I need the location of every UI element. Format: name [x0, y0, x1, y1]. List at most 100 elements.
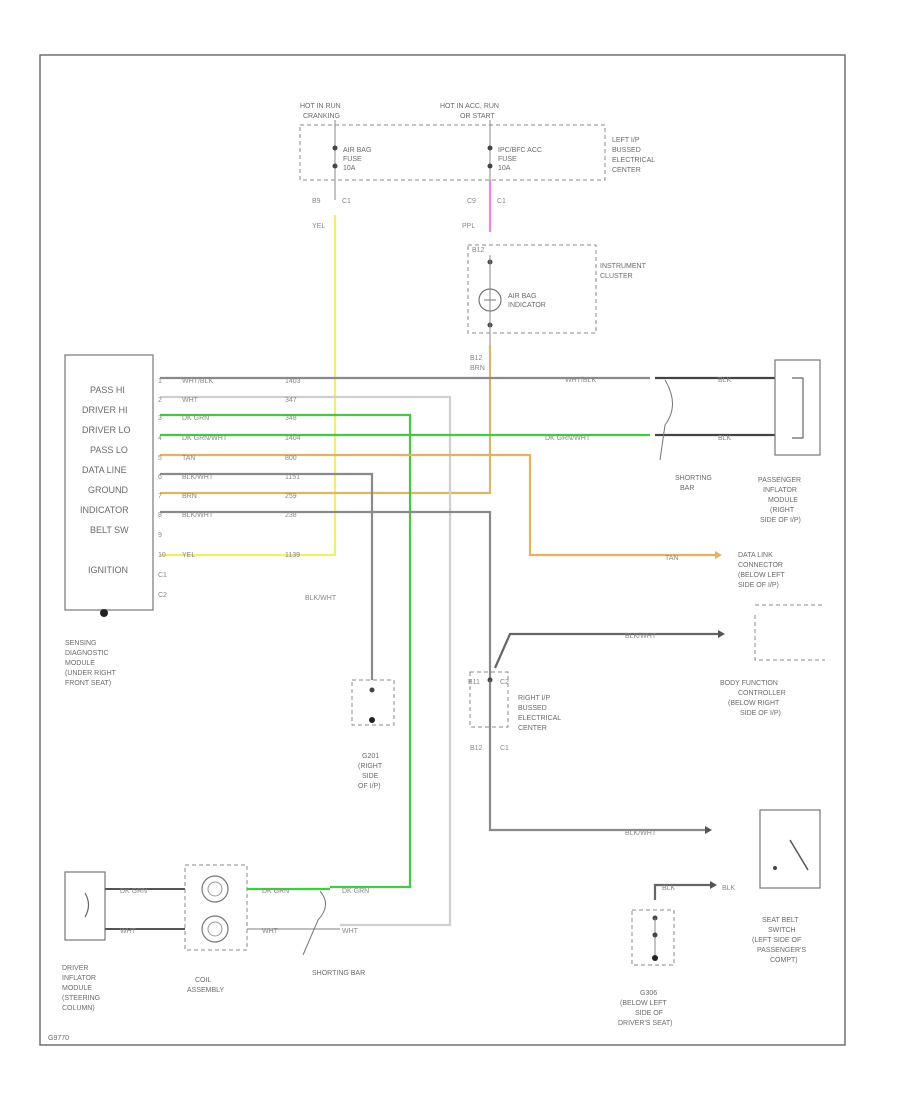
body-controller-wire — [493, 632, 718, 669]
coil-upper-icon — [201, 875, 229, 903]
right-center-pin-b: C2 — [500, 679, 509, 686]
sdm-wire-pin: 4 — [158, 435, 162, 442]
sdm-pin-label-ground: GROUND — [88, 485, 128, 495]
pass-lo-lead-label: BLK — [718, 435, 732, 442]
sdm-wire-color: WHT — [182, 397, 199, 404]
g306-label-2: (BELOW LEFT — [620, 1000, 667, 1007]
seat-belt-wire-gnd-label: BLK — [662, 885, 676, 892]
seat-belt-label-3: (LEFT SIDE OF — [752, 937, 801, 944]
sdm-wire-color: BLK/WHT — [182, 512, 214, 519]
sdm-wire-color: TAN — [182, 455, 195, 462]
seat-belt-switch-contact-icon — [789, 839, 809, 871]
seat-belt-label-5: COMPT) — [770, 957, 798, 964]
sdm-wire-circuit: 1151 — [285, 474, 300, 481]
driver-module-label-5: COLUMN) — [62, 1005, 95, 1012]
seat-belt-label-4: PASSENGER'S — [757, 947, 806, 954]
left-center-label-4: CENTER — [612, 167, 641, 174]
coil-shorting-bar-label: SHORTING BAR — [312, 970, 365, 977]
pass-shorting-bar-1: SHORTING — [675, 475, 712, 482]
dlc-label-3: (BELOW LEFT — [738, 572, 785, 579]
driver-inflator-squib-icon — [84, 892, 90, 918]
right-center-pin-a: B11 — [468, 679, 480, 686]
sdm-wire-color: BLK/WHT — [182, 474, 214, 481]
dlc-label-1: DATA LINK — [738, 552, 773, 559]
fuse-right-label-3: 10A — [498, 165, 511, 172]
bfc-arrow-icon — [718, 630, 725, 638]
sdm-wire-circuit: 238 — [285, 512, 297, 519]
fuse-right-terminal — [487, 145, 493, 151]
pass-module-label-1: PASSENGER — [758, 477, 801, 484]
g201-label-4: OF I/P) — [358, 783, 381, 790]
fuse-right-label-1: IPC/BFC ACC — [498, 147, 542, 154]
coil-assembly: DK GRN WHT DK GRN WHT COIL ASSEMBLY SHOR… — [184, 864, 369, 994]
bfc-label-3: (BELOW RIGHT — [728, 700, 780, 707]
bfc-label-2: CONTROLLER — [738, 690, 786, 697]
sdm-wire-pin: 3 — [158, 415, 162, 422]
right-ip-bussed-electrical-center: B11 C2 B12 C1 RIGHT I/P BUSSED ELECTRICA… — [468, 671, 561, 752]
right-center-pin-c: B12 — [470, 745, 483, 752]
g201-label-2: (RIGHT — [358, 763, 383, 770]
green-driver-wire — [160, 413, 412, 889]
dlc-label-4: SIDE OF I/P) — [738, 582, 779, 589]
sdm-wire-pin: 8 — [158, 512, 162, 519]
fuse-left-pin-a: B9 — [312, 198, 321, 205]
g306-label-3: SIDE OF — [635, 1010, 663, 1017]
seat-belt-wire-gnd-label-2: BLK — [722, 885, 736, 892]
sdm-caption-1: SENSING — [65, 640, 97, 647]
yellow-ignition-wire — [160, 215, 337, 557]
cluster-out-wire: BRN — [470, 365, 485, 372]
fuse-right-label-2: FUSE — [498, 156, 517, 163]
seat-belt-wire-in-label: BLK/WHT — [625, 830, 657, 837]
fuse-right-pin-b: C1 — [497, 198, 506, 205]
data-link-connector: TAN DATA LINK CONNECTOR (BELOW LEFT SIDE… — [665, 551, 825, 606]
coil-lo-wire-label-2: WHT — [342, 928, 359, 935]
cluster-lamp-label-2: INDICATOR — [508, 302, 546, 309]
pass-module-label-4: (RIGHT — [770, 507, 795, 514]
right-center-label-3: ELECTRICAL — [518, 715, 561, 722]
right-center-label-1: RIGHT I/P — [518, 695, 550, 702]
bfc-label-4: SIDE OF I/P) — [740, 710, 781, 717]
sdm-pin-label-pass-hi: PASS HI — [90, 385, 125, 395]
left-ip-bussed-electrical-center: HOT IN RUN CRANKING HOT IN ACC, RUN OR S… — [299, 103, 655, 230]
fuse-right-hot-label-2: OR START — [460, 113, 495, 120]
sdm-wire-circuit: 1403 — [285, 378, 301, 385]
sdm-caption-2: DIAGNOSTIC — [65, 650, 109, 657]
cluster-lamp-label-1: AIR BAG — [508, 293, 536, 300]
sdm-wire-circuit: 348 — [285, 415, 297, 422]
driver-module-label-3: MODULE — [62, 985, 92, 992]
g306-label-1: G306 — [640, 990, 657, 997]
ground-g201: BLK/WHT G201 (RIGHT SIDE OF I/P) — [305, 595, 395, 790]
sdm-wire-circuit: 347 — [285, 397, 297, 404]
sdm-pin-label-indicator: INDICATOR — [80, 505, 129, 515]
left-center-label-3: ELECTRICAL — [612, 157, 655, 164]
right-center-label-4: CENTER — [518, 725, 547, 732]
coil-label-1: COIL — [195, 977, 211, 984]
coil-hi-wire-label-2: DK GRN — [342, 888, 369, 895]
sdm-caption-3: MODULE — [65, 660, 95, 667]
sdm-wire-circuit: 800 — [285, 455, 297, 462]
fuse-right-pin-a: C9 — [467, 198, 476, 205]
sdm-wire-color: BRN — [182, 493, 197, 500]
dlc-arrow-icon — [715, 551, 722, 559]
pass-module-label-2: INFLATOR — [763, 487, 797, 494]
black-white-belt-wire — [160, 510, 705, 832]
passenger-inflator-module: WHT/BLK DK GRN/WHT BLK BLK SHORTING BAR … — [545, 359, 821, 524]
driver-hi-wire-label: DK GRN — [120, 888, 147, 895]
seat-belt-switch: BLK/WHT BLK BLK SEAT BELT SWITCH (LEFT S… — [625, 809, 821, 964]
cluster-out-pin: B12 — [470, 355, 483, 362]
sdm-pin-label-driver-lo: DRIVER LO — [82, 425, 131, 435]
sdm-wire-circuit: 1139 — [285, 552, 300, 559]
fuse-left-terminal — [332, 145, 338, 151]
sdm-ground-dot — [100, 609, 108, 617]
sdm-wire-color: DK GRN — [182, 415, 209, 422]
left-center-label-1: LEFT I/P — [612, 137, 640, 144]
cluster-label-2: CLUSTER — [600, 273, 633, 280]
sdm-wire-color: YEL — [182, 552, 195, 559]
pass-hi-wire-label: WHT/BLK — [565, 377, 596, 384]
sdm-caption-5: FRONT SEAT) — [65, 680, 111, 687]
sdm-pin-label-data-line: DATA LINE — [82, 465, 127, 475]
sdm-wire-color: DK GRN/WHT — [182, 435, 228, 442]
pass-shorting-bar-2: BAR — [680, 485, 694, 492]
coil-hi-wire-label: DK GRN — [262, 888, 289, 895]
